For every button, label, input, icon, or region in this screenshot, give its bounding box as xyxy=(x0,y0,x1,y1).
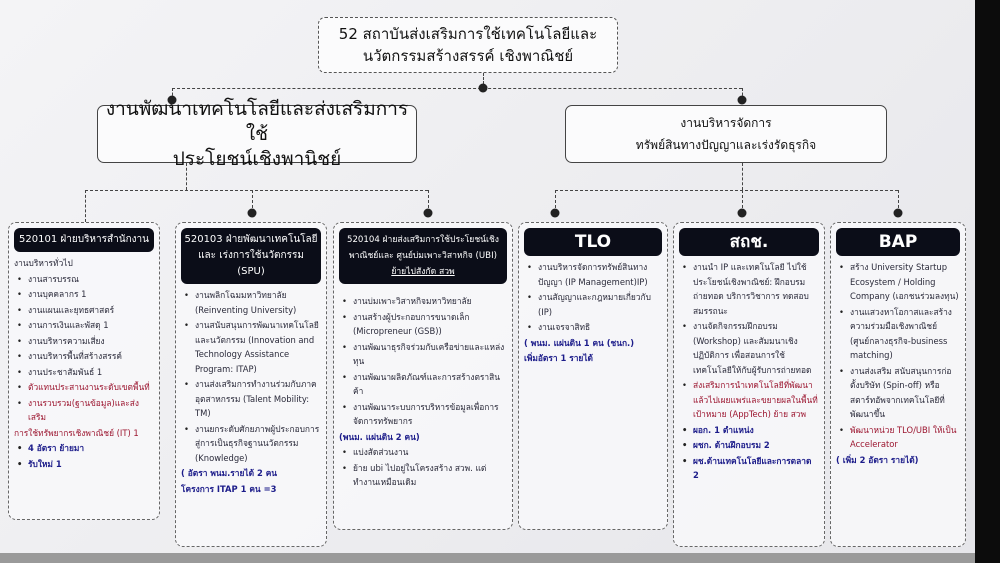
column-tlo: TLO งานบริหารจัดการทรัพย์สินทางปัญญา (IP … xyxy=(518,222,668,530)
list-item: งานบริหารทั่วไป xyxy=(14,258,73,268)
header-note: ย้ายไปสังกัด สวพ xyxy=(391,267,455,277)
connector-dot xyxy=(737,95,747,105)
list-item: งานบ่มเพาะวิสาหกิจมหาวิทยาลัย xyxy=(339,294,507,309)
branch-left-line1: งานพัฒนาเทคโนโลยีและส่งเสริมการใช้ xyxy=(105,97,409,145)
list-item: งานพัฒนาธุรกิจร่วมกับเครือข่ายและแหล่งทุ… xyxy=(339,340,507,369)
connector-dot xyxy=(478,83,488,93)
connector-dot xyxy=(247,208,257,218)
list-item: แบ่งสัดส่วนงาน xyxy=(339,445,507,460)
screen-edge xyxy=(975,0,1000,563)
list-item: เพิ่มอัตรา 1 รายได้ xyxy=(524,353,593,363)
column-header: 520101 ฝ่ายบริหารสำนักงาน xyxy=(14,228,154,252)
connector-line xyxy=(555,190,556,213)
list-item: งานพัฒนาผลิตภัณฑ์และการสร้างตราสินค้า xyxy=(339,370,507,399)
column-header: TLO xyxy=(524,228,662,256)
branch-right-line2: ทรัพย์สินทางปัญญาและเร่งรัดธุรกิจ xyxy=(635,138,817,152)
connector-line xyxy=(555,190,898,191)
connector-line xyxy=(742,190,743,213)
connector-line xyxy=(85,190,86,222)
list-item: รับใหม่ 1 xyxy=(14,457,154,472)
list-item: (พนม. แผ่นดิน 2 คน) xyxy=(339,431,420,442)
column-header: 520103 ฝ่ายพัฒนาเทคโนโลยีและ เร่งการใช้น… xyxy=(181,228,321,284)
branch-left-line2: ประโยชน์เชิงพานิชย์ xyxy=(172,147,342,170)
connector-line xyxy=(172,88,173,100)
column-header: BAP xyxy=(836,228,960,256)
list-item: งานบุคคลากร 1 xyxy=(14,287,154,302)
list-item: งานแผนและยุทธศาสตร์ xyxy=(14,303,154,318)
list-item: งานบริหารจัดการทรัพย์สินทางปัญญา (IP Man… xyxy=(524,260,662,289)
list-item: งานพลิกโฉมมหาวิทยาลัย (Reinventing Unive… xyxy=(181,288,321,317)
list-item: ( พนม. แผ่นดิน 1 คน (ชนก.) xyxy=(524,337,635,348)
list-item: งานส่งเสริมการทำงานร่วมกับภาคอุตสาหกรรม … xyxy=(181,377,321,421)
list-item: การใช้ทรัพยากรเชิงพาณิชย์ (IT) 1 xyxy=(14,427,139,438)
list-item: ผชก. ด้านฝึกอบรม 2 xyxy=(679,438,819,453)
column-stch: สถช. งานนำ IP และเทคโนโลยี ไปใช้ประโยชน์เ… xyxy=(673,222,825,547)
list-item: ส่งเสริมการนำเทคโนโลยีที่พัฒนาแล้วไปเผยแ… xyxy=(679,378,819,422)
connector-line xyxy=(742,163,743,190)
root-line2: นวัตกรรมสร้างสรรค์ เชิงพาณิชย์ xyxy=(362,47,574,65)
screen-bottom xyxy=(0,553,975,563)
connector-line xyxy=(252,190,253,213)
column-bap: BAP สร้าง University Startup Ecosystem / … xyxy=(830,222,966,547)
connector-dot xyxy=(893,208,903,218)
branch-right-line1: งานบริหารจัดการ xyxy=(680,116,772,130)
list-item: งานส่งเสริม สนับสนุนการก่อตั้งบริษัท (Sp… xyxy=(836,364,960,422)
list-item: งานสารบรรณ xyxy=(14,272,154,287)
slide: 52 สถาบันส่งเสริมการใช้เทคโนโลยีและ นวัต… xyxy=(0,0,975,553)
connector-line xyxy=(898,190,899,213)
connector-dot xyxy=(167,95,177,105)
list-item: ( อัตรา พนม.รายได้ 2 คน xyxy=(181,468,278,478)
list-item: ผอก. 1 ตำแหน่ง xyxy=(679,423,819,438)
branch-tech-development: งานพัฒนาเทคโนโลยีและส่งเสริมการใช้ ประโย… xyxy=(97,98,417,170)
column-header: 520104 ฝ่ายส่งเสริมการใช้ประโยชน์เชิงพาณ… xyxy=(339,228,507,284)
list-item: ตัวแทนประสานงานระดับเขตพื้นที่ xyxy=(14,380,154,395)
list-item: งานสัญญาและกฎหมายเกี่ยวกับ (IP) xyxy=(524,290,662,319)
list-item: งานยกระดับศักยภาพผู้ประกอบการสู่การเป็นธ… xyxy=(181,422,321,466)
root-line1: 52 สถาบันส่งเสริมการใช้เทคโนโลยีและ xyxy=(338,25,598,43)
list-item: งานรวบรวม(ฐานข้อมูล)และส่งเสริม xyxy=(14,396,154,425)
list-item: สร้าง University Startup Ecosystem / Hol… xyxy=(836,260,960,304)
connector-dot xyxy=(423,208,433,218)
connector-dot xyxy=(550,208,560,218)
list-item: ( เพิ่ม 2 อัตรา รายได้) xyxy=(836,454,919,465)
branch-ip-management: งานบริหารจัดการ ทรัพย์สินทางปัญญาและเร่ง… xyxy=(565,105,887,163)
list-item: งานบริหารพื้นที่สร้างสรรค์ xyxy=(14,349,154,364)
connector-line xyxy=(483,73,484,88)
list-item: งานแสวงหาโอกาสและสร้างความร่วมมือเชิงพาณ… xyxy=(836,305,960,363)
column-office-admin: 520101 ฝ่ายบริหารสำนักงานงานบริหารทั่วไป… xyxy=(8,222,160,520)
list-item: งานสนับสนุนการพัฒนาเทคโนโลยีและนวัตกรรม … xyxy=(181,318,321,376)
connector-line xyxy=(428,190,429,213)
list-item: ย้าย ubi ไปอยู่ในโครงสร้าง สวพ. แต่ทำงาน… xyxy=(339,461,507,490)
column-ubi: 520104 ฝ่ายส่งเสริมการใช้ประโยชน์เชิงพาณ… xyxy=(333,222,513,530)
connector-dot xyxy=(737,208,747,218)
connector-line xyxy=(186,163,187,190)
list-item: งานการเงินและพัสดุ 1 xyxy=(14,318,154,333)
list-item: 4 อัตรา ย้ายมา xyxy=(14,441,154,456)
header-text: 520104 ฝ่ายส่งเสริมการใช้ประโยชน์เชิงพาณ… xyxy=(346,235,500,261)
list-item: งานจัดกิจกรรมฝึกอบรม (Workshop) และสัมมน… xyxy=(679,319,819,377)
connector-line xyxy=(742,88,743,100)
list-item: งานบริหารความเสี่ยง xyxy=(14,334,154,349)
connector-line xyxy=(172,88,742,89)
connector-line xyxy=(85,190,428,191)
root-node: 52 สถาบันส่งเสริมการใช้เทคโนโลยีและ นวัต… xyxy=(318,17,618,73)
column-spu: 520103 ฝ่ายพัฒนาเทคโนโลยีและ เร่งการใช้น… xyxy=(175,222,327,547)
list-item: โครงการ ITAP 1 คน =3 xyxy=(181,483,277,494)
list-item: งานนำ IP และเทคโนโลยี ไปใช้ประโยชน์เชิงพ… xyxy=(679,260,819,318)
list-item: งานสร้างผู้ประกอบการขนาดเล็ก (Microprene… xyxy=(339,310,507,339)
list-item: งานประชาสัมพันธ์ 1 xyxy=(14,365,154,380)
list-item: งานพัฒนาระบบการบริหารข้อมูลเพื่อการจัดกา… xyxy=(339,400,507,429)
list-item: พัฒนาหน่วย TLO/UBI ให้เป็น Accelerator xyxy=(836,423,960,452)
column-header: สถช. xyxy=(679,228,819,256)
list-item: งานเจรจาสิทธิ xyxy=(524,320,662,335)
list-item: ผช.ด้านเทคโนโลยีและการตลาด 2 xyxy=(679,454,819,483)
